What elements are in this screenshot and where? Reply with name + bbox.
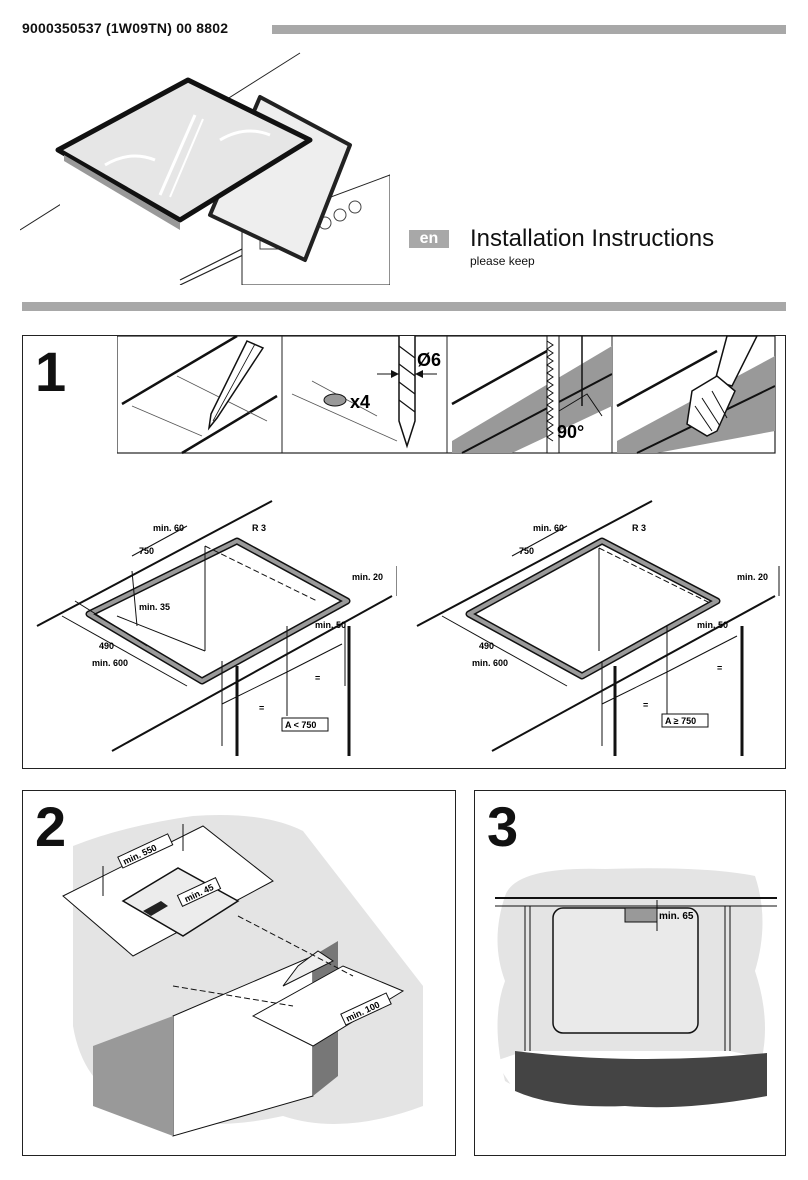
brush-icon xyxy=(616,336,776,454)
dim-min-600-right: min. 600 xyxy=(472,658,508,668)
step-number: 2 xyxy=(35,795,67,858)
dim-min-65: min. 65 xyxy=(659,911,694,922)
document-subtitle: please keep xyxy=(470,254,535,268)
dim-min-60-right: min. 60 xyxy=(533,523,564,533)
dim-equal-left-1: = xyxy=(315,673,320,683)
drill-icon xyxy=(291,336,437,449)
condition-label-right: A ≥ 750 xyxy=(665,716,696,726)
dim-radius-left: R 3 xyxy=(252,523,266,533)
document-title: Installation Instructions xyxy=(470,225,715,252)
step-2-panel: 2 min. 550 min. 45 min. 100 xyxy=(22,790,456,1156)
dim-depth-left: 750 xyxy=(139,546,154,556)
dim-min-20-left: min. 20 xyxy=(352,572,383,582)
step-1-panel: 1 x4 Ø6 xyxy=(22,335,786,769)
cutout-diagram-right: min. 60 R 3 750 490 min. 600 min. 20 min… xyxy=(416,500,780,756)
dim-min-60-left: min. 60 xyxy=(153,523,184,533)
dim-width-right: 490 xyxy=(479,641,494,651)
dim-min-50-left: min. 50 xyxy=(315,620,346,630)
dim-min-600-left: min. 600 xyxy=(92,658,128,668)
hob-illustration xyxy=(20,52,390,285)
step-2-illustration: min. 550 min. 45 min. 100 xyxy=(62,815,423,1137)
condition-label-left: A < 750 xyxy=(285,720,316,730)
dim-depth-right: 750 xyxy=(519,546,534,556)
dim-equal-right-2: = xyxy=(643,700,648,710)
drill-count-label: x4 xyxy=(350,392,370,412)
step-3-panel: 3 min. 65 xyxy=(474,790,786,1156)
preparation-steps: x4 Ø6 90° xyxy=(117,336,776,455)
step-number: 1 xyxy=(35,340,67,403)
dim-radius-right: R 3 xyxy=(632,523,646,533)
saw-angle-label: 90° xyxy=(557,422,584,442)
document-number: 9000350537 (1W09TN) 00 8802 xyxy=(22,20,229,36)
dim-width-left: 490 xyxy=(99,641,114,651)
saw-icon xyxy=(451,336,613,454)
header-rule xyxy=(272,25,786,34)
dim-equal-left-2: = xyxy=(259,703,264,713)
step-3-illustration: min. 65 xyxy=(495,868,777,1108)
cutout-diagram-left: min. 60 R 3 750 min. 35 490 min. 600 min… xyxy=(36,500,397,756)
drill-diameter-label: Ø6 xyxy=(417,350,441,370)
dim-min-50-right: min. 50 xyxy=(697,620,728,630)
section-rule xyxy=(22,302,786,311)
dim-min-20-right: min. 20 xyxy=(737,572,768,582)
dim-equal-right-1: = xyxy=(717,663,722,673)
pencil-icon xyxy=(121,336,278,455)
step-number: 3 xyxy=(487,795,519,858)
dim-min-35-left: min. 35 xyxy=(139,602,170,612)
language-badge: en xyxy=(409,230,449,248)
